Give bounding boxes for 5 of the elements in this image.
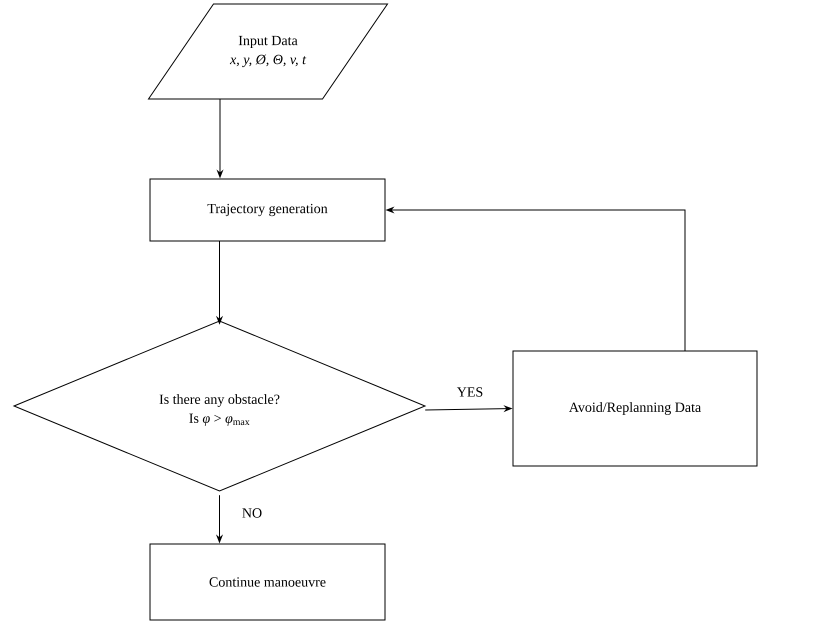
process-box: Continue manoeuvre	[150, 544, 386, 620]
process-box: Trajectory generation	[150, 178, 386, 242]
edge-label: NO	[240, 507, 264, 519]
edge-label: YES	[456, 386, 484, 398]
process-box: Avoid/Replanning Data	[512, 350, 758, 466]
